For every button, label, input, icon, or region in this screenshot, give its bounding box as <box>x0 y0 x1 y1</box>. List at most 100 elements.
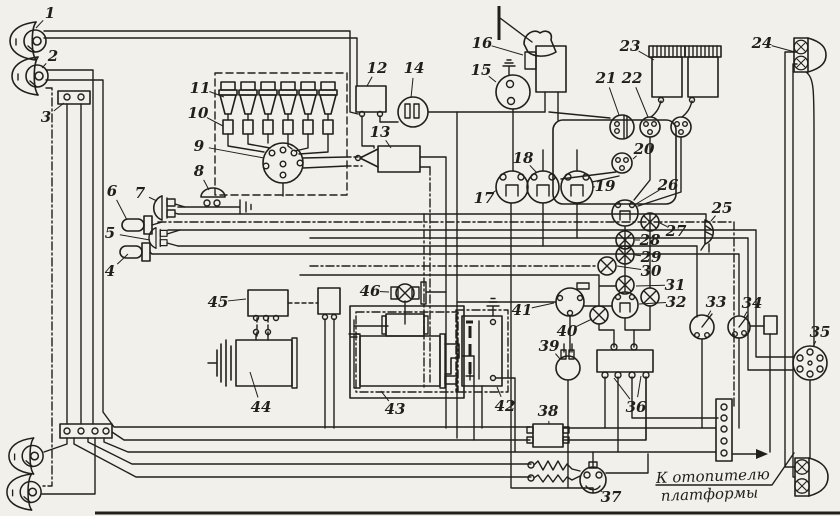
component-label-5: 5 <box>105 224 115 242</box>
voltage-regulator-45 <box>247 287 341 322</box>
component-label-11: 11 <box>190 79 211 97</box>
component-label-1: 1 <box>45 4 55 22</box>
sensor-6 <box>121 215 163 235</box>
gauge-19 <box>560 170 594 204</box>
leader-line-16 <box>491 45 524 56</box>
switch-33 <box>689 313 715 340</box>
leader-line-45 <box>227 298 247 302</box>
tail-lamp-24 <box>793 37 827 73</box>
leader-line-3 <box>53 102 65 112</box>
leader-line-42 <box>496 386 502 397</box>
leader-line-44 <box>249 371 259 398</box>
component-label-41: 41 <box>512 301 533 319</box>
leader-line-23 <box>638 50 655 61</box>
leader-line-36b <box>613 377 631 400</box>
leader-line-22 <box>635 87 649 118</box>
component-label-6: 6 <box>107 182 118 200</box>
leader-line-7 <box>148 196 158 202</box>
leader-line-15 <box>488 75 497 83</box>
ignition-coil-13 <box>354 145 421 173</box>
horn-relay-15 <box>495 59 531 110</box>
sensor-4 <box>119 242 153 262</box>
component-label-21: 21 <box>595 69 617 87</box>
component-label-19: 19 <box>595 177 616 195</box>
switch-34 <box>727 314 778 339</box>
heater-annotation: К отопителю платформы <box>655 465 770 505</box>
leader-line-14 <box>410 77 414 99</box>
leader-line-35 <box>812 340 817 348</box>
component-label-33: 33 <box>706 293 727 311</box>
component-label-38: 38 <box>538 402 559 420</box>
component-label-10: 10 <box>188 104 209 122</box>
lamp-46 <box>390 281 427 305</box>
component-label-15: 15 <box>471 61 492 79</box>
leader-line-30 <box>616 265 642 271</box>
component-label-32: 32 <box>666 293 687 311</box>
component-label-16: 16 <box>472 34 493 52</box>
leader-line-11 <box>209 91 225 98</box>
component-label-18: 18 <box>513 149 534 167</box>
leader-line-29 <box>634 254 642 257</box>
leader-line-1 <box>35 19 44 29</box>
instrument-cluster-box <box>552 119 677 205</box>
relay-12 <box>355 85 387 118</box>
component-label-9: 9 <box>194 137 205 155</box>
capacitor-8 <box>200 187 226 207</box>
leader-line-34 <box>743 311 748 318</box>
fuse-holder-14 <box>397 96 429 128</box>
wire-harness <box>41 30 840 515</box>
component-label-39: 39 <box>539 337 560 355</box>
headlamp-2 <box>11 56 49 96</box>
relay-38 <box>526 423 570 448</box>
component-label-8: 8 <box>194 162 205 180</box>
component-label-34: 34 <box>742 294 763 312</box>
generator-44 <box>207 328 298 389</box>
component-label-40: 40 <box>557 322 578 340</box>
gauge-17 <box>495 170 529 204</box>
junction-block-3 <box>57 90 91 105</box>
leader-line-37 <box>600 490 603 493</box>
gauge-32 <box>611 291 639 319</box>
component-label-43: 43 <box>385 400 406 418</box>
component-label-31: 31 <box>665 276 686 294</box>
leader-line-25 <box>710 215 716 222</box>
component-label-44: 44 <box>251 398 272 416</box>
leader-line-21 <box>608 87 620 116</box>
spark-plugs <box>218 81 338 135</box>
connector-socket-35 <box>792 345 828 381</box>
tail-lamp-bottom-right <box>794 457 829 497</box>
component-label-35: 35 <box>810 323 831 341</box>
switch-39 <box>555 349 581 381</box>
pilot-lamp-40 <box>589 305 609 325</box>
component-label-22: 22 <box>621 69 643 87</box>
leader-line-26 <box>635 189 660 205</box>
component-label-4: 4 <box>105 262 115 280</box>
component-label-23: 23 <box>619 37 641 55</box>
heater-annotation-line1: К отопителю <box>655 465 770 487</box>
direction-arrow <box>756 449 768 459</box>
buzzer-25 <box>700 219 715 251</box>
component-label-42: 42 <box>495 397 516 415</box>
component-label-3: 3 <box>41 108 51 126</box>
heater-annotation-line2: платформы <box>661 483 759 504</box>
leader-line-31 <box>635 284 666 287</box>
starter-43 <box>349 305 465 399</box>
ignition-switch-41 <box>555 282 590 317</box>
leader-line-5 <box>119 234 151 241</box>
component-label-26: 26 <box>657 176 679 194</box>
component-label-29: 29 <box>640 248 662 266</box>
pilot-lamp-30 <box>597 256 617 276</box>
component-label-2: 2 <box>47 47 58 65</box>
junction-block-bottom <box>59 423 113 439</box>
leader-line-43 <box>380 390 390 402</box>
leader-line-12 <box>366 76 373 87</box>
leader-line-32 <box>638 302 667 305</box>
switch-37 <box>579 461 607 494</box>
component-label-46: 46 <box>360 282 381 300</box>
component-label-37: 37 <box>601 488 622 506</box>
leader-line-17 <box>492 189 498 194</box>
leader-line-39 <box>555 353 561 360</box>
ammeter-21 <box>609 114 635 140</box>
